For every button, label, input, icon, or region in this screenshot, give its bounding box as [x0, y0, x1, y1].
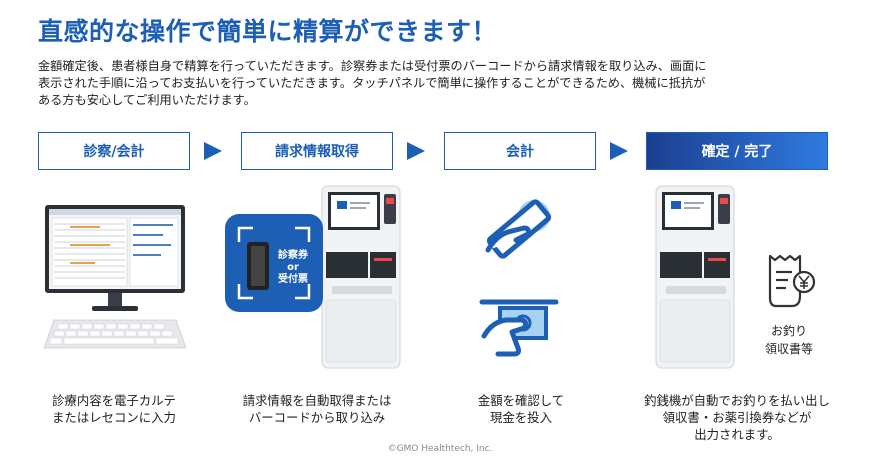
page-title: 直感的な操作で簡単に精算ができます！	[38, 17, 498, 46]
card-badge-line: 受付票	[278, 274, 308, 285]
caption-line: 診療内容を電子カルテ	[52, 393, 176, 408]
computer-monitor-icon	[43, 205, 187, 349]
step-consultation: 診察/会計	[38, 132, 190, 170]
cash-insert-icon	[479, 299, 559, 357]
card-badge-line: or	[287, 262, 299, 273]
flow-arrow-icon	[204, 142, 222, 160]
caption-line: 釣銭機が自動でお釣りを払い出し	[644, 393, 830, 408]
caption-line: 領収書・お薬引換券などが	[662, 410, 812, 425]
description-line: 金額確定後、患者様自身で精算を行っていただきます。診察券または受付票のバーコード…	[38, 59, 707, 73]
step-billing-info: 請求情報取得	[241, 132, 393, 170]
caption-line: バーコードから取り込み	[248, 410, 386, 425]
caption-billing-info: 請求情報を自動取得または バーコードから取り込み	[222, 392, 412, 426]
step-payment: 会計	[444, 132, 596, 170]
caption-line: 請求情報を自動取得または	[242, 393, 392, 408]
receipt-label: お釣り 領収書等	[754, 322, 824, 358]
description: 金額確定後、患者様自身で精算を行っていただきます。診察券または受付票のバーコード…	[38, 58, 828, 109]
kiosk-machine-icon	[321, 185, 401, 369]
card-badge: 診察券 or 受付票	[268, 250, 318, 286]
flow-arrow-icon	[407, 142, 425, 160]
card-badge-line: 診察券	[278, 250, 308, 261]
caption-consultation: 診療内容を電子カルテ またはレセコンに入力	[30, 392, 198, 426]
caption-payment: 金額を確認して 現金を投入	[446, 392, 596, 426]
caption-line: 金額を確認して	[477, 393, 565, 408]
kiosk-machine-icon	[655, 185, 735, 369]
description-line: ある方も安心してご利用いただけます。	[38, 93, 256, 107]
card-scan-icon	[225, 214, 323, 312]
card-payment-icon	[485, 199, 552, 259]
caption-line: またはレセコンに入力	[52, 410, 176, 425]
receipt-yen-icon	[768, 254, 816, 308]
caption-line: 出力されます。	[694, 427, 780, 442]
caption-complete: 釣銭機が自動でお釣りを払い出し 領収書・お薬引換券などが 出力されます。	[632, 392, 842, 443]
receipt-label-line: お釣り	[770, 324, 807, 338]
flow-arrow-icon	[610, 142, 628, 160]
caption-line: 現金を投入	[490, 410, 552, 425]
step-complete: 確定 / 完了	[646, 132, 828, 170]
receipt-label-line: 領収書等	[764, 342, 813, 356]
copyright-notice: ©GMO Healthtech, Inc.	[387, 444, 493, 454]
description-line: 表示された手順に沿ってお支払いを行っていただきます。タッチパネルで簡単に操作する…	[38, 76, 706, 90]
